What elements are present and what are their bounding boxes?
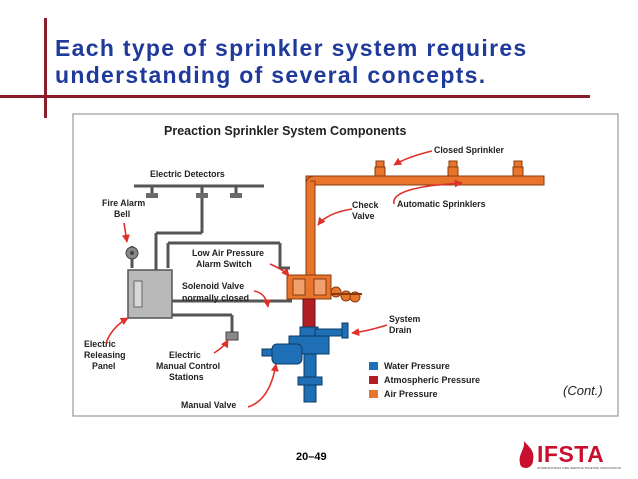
label-manual-station-line-2: Manual Control bbox=[156, 361, 220, 371]
detector-wiring bbox=[134, 184, 264, 268]
legend-swatch-air bbox=[369, 390, 378, 398]
valve-trim-assembly bbox=[286, 274, 362, 303]
preaction-sprinkler-diagram: Preaction Sprinkler System Components bbox=[72, 113, 619, 417]
legend-swatch-atmospheric bbox=[369, 376, 378, 384]
page-number: 20–49 bbox=[296, 451, 327, 463]
legend-label-air: Air Pressure bbox=[384, 389, 438, 399]
label-releasing-line-1: Electric bbox=[84, 339, 116, 349]
label-solenoid-line-2: normally closed bbox=[182, 293, 249, 303]
pressure-legend: Water Pressure Atmospheric Pressure Air … bbox=[369, 361, 480, 399]
callout-arrows bbox=[105, 150, 463, 408]
label-closed-sprinkler: Closed Sprinkler bbox=[434, 145, 504, 155]
accent-vertical-line bbox=[44, 18, 47, 118]
callout-labels: Electric Detectors Closed Sprinkler Fire… bbox=[84, 145, 504, 410]
atmospheric-pipe-section bbox=[302, 298, 316, 330]
label-solenoid-line-1: Solenoid Valve bbox=[182, 281, 244, 291]
label-system-drain-line-1: System bbox=[389, 314, 420, 324]
label-automatic-sprinklers: Automatic Sprinklers bbox=[397, 199, 486, 209]
legend-swatch-water bbox=[369, 362, 378, 370]
label-low-air-line-1: Low Air Pressure bbox=[192, 248, 264, 258]
label-electric-detectors: Electric Detectors bbox=[150, 169, 225, 179]
logo-wordmark: IFSTA bbox=[537, 441, 604, 467]
label-fire-alarm-line-1: Fire Alarm bbox=[102, 198, 145, 208]
releasing-panel-icon bbox=[127, 269, 173, 319]
label-low-air-line-2: Alarm Switch bbox=[196, 259, 252, 269]
label-releasing-line-3: Panel bbox=[92, 361, 115, 371]
electric-detectors-icon bbox=[146, 193, 242, 198]
label-fire-alarm-line-2: Bell bbox=[114, 209, 130, 219]
label-releasing-line-2: Releasing bbox=[84, 350, 126, 360]
diagram-frame bbox=[72, 113, 619, 417]
slide-title-line-1: Each type of sprinkler system requires bbox=[55, 35, 528, 61]
accent-horizontal-line bbox=[0, 95, 590, 98]
closed-sprinklers bbox=[374, 160, 524, 177]
ifsta-logo: IFSTA INTERNATIONAL FIRE SERVICE TRAININ… bbox=[519, 441, 621, 470]
flame-icon bbox=[519, 441, 534, 468]
label-system-drain-line-2: Drain bbox=[389, 325, 412, 335]
slide-title: Each type of sprinkler system requires u… bbox=[55, 35, 630, 89]
logo-tagline: INTERNATIONAL FIRE SERVICE TRAINING ASSO… bbox=[537, 466, 621, 470]
legend-label-water: Water Pressure bbox=[384, 361, 450, 371]
label-manual-valve: Manual Valve bbox=[181, 400, 236, 410]
label-manual-station-line-1: Electric bbox=[169, 350, 201, 360]
legend-label-atmospheric: Atmospheric Pressure bbox=[384, 375, 480, 385]
water-pipe-section bbox=[261, 322, 349, 403]
air-pipe-network bbox=[305, 175, 545, 280]
continued-note: (Cont.) bbox=[563, 383, 603, 398]
label-check-valve-line-2: Valve bbox=[352, 211, 375, 221]
fire-alarm-bell-icon bbox=[125, 246, 139, 260]
slide-title-line-2: understanding of several concepts. bbox=[55, 62, 487, 88]
label-manual-station-line-3: Stations bbox=[169, 372, 204, 382]
manual-control-station-icon bbox=[225, 331, 239, 341]
label-check-valve-line-1: Check bbox=[352, 200, 379, 210]
diagram-title: Preaction Sprinkler System Components bbox=[164, 124, 406, 138]
